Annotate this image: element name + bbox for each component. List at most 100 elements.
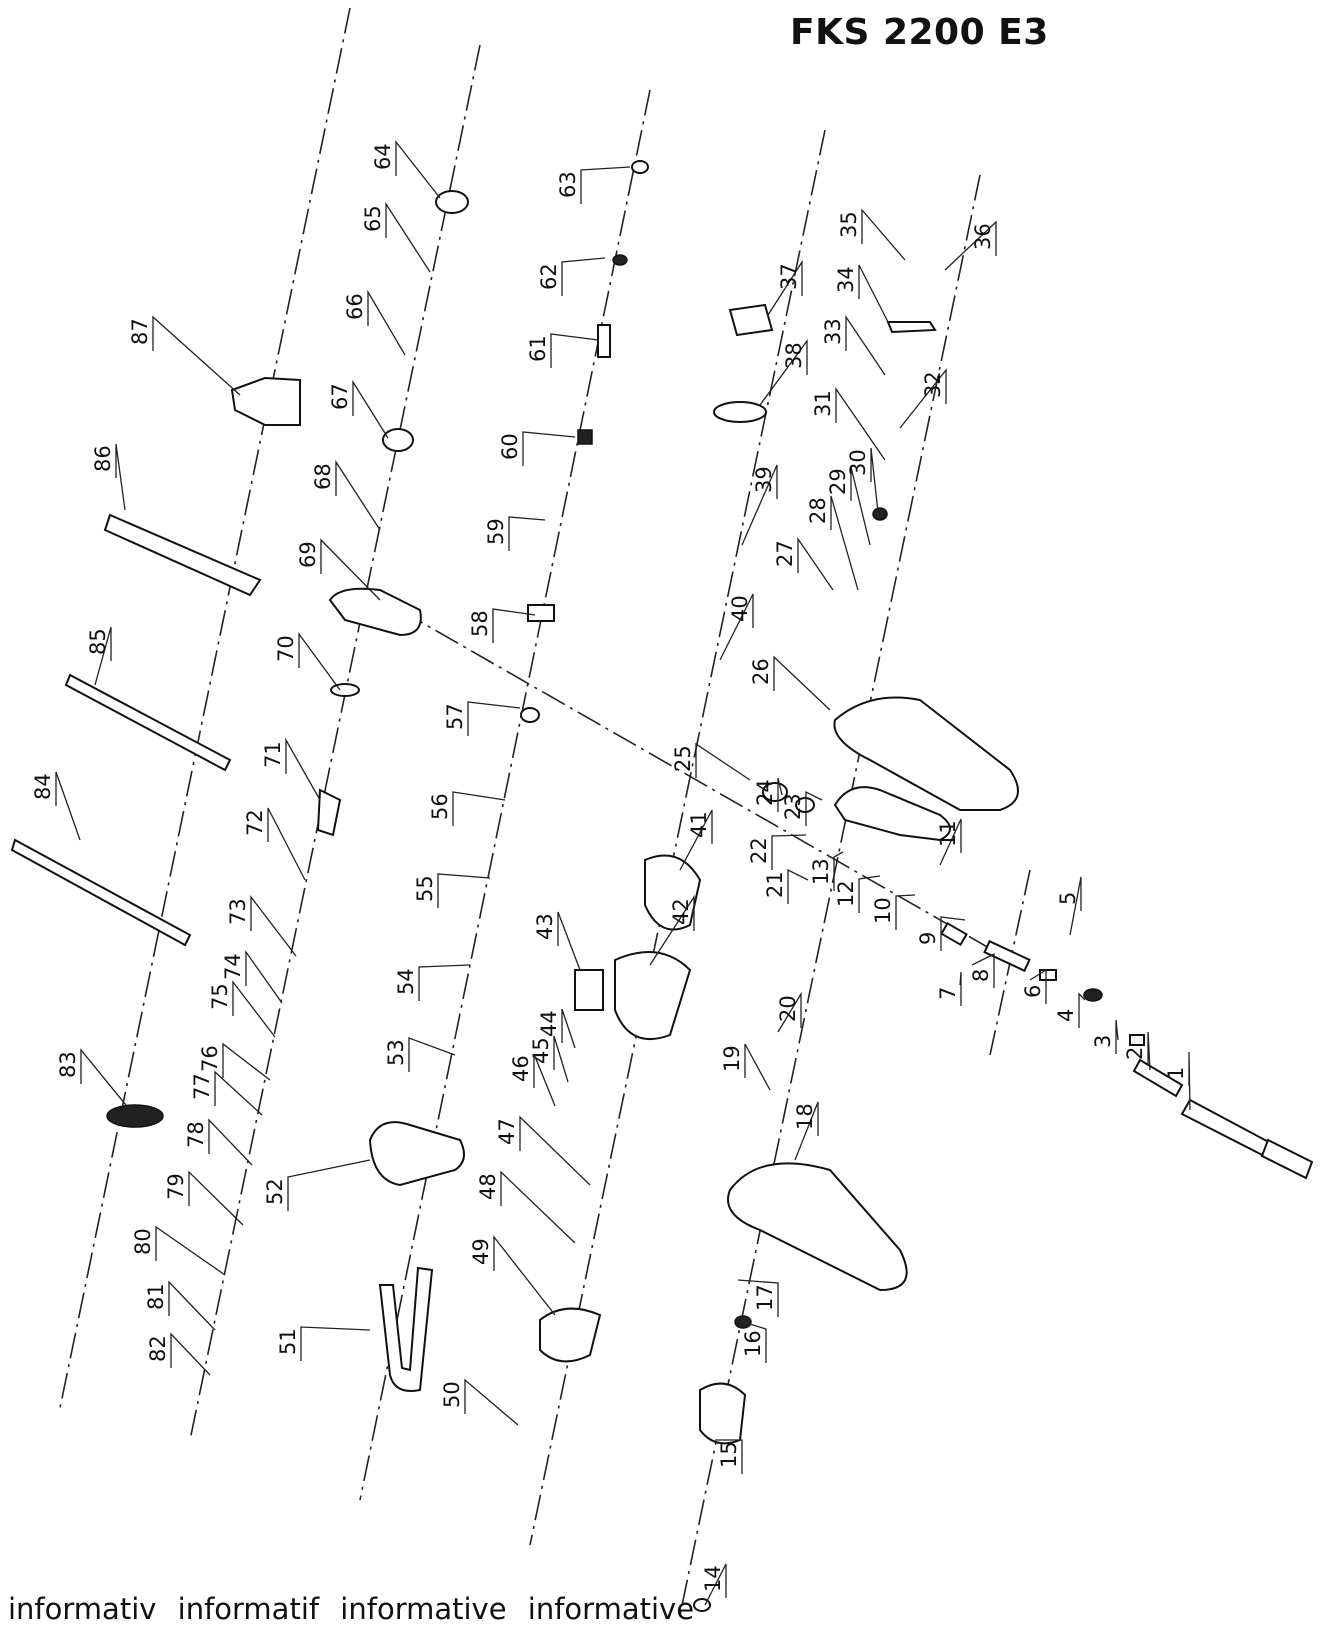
leader-line-43 xyxy=(557,911,581,971)
leader-line-16 xyxy=(742,1321,767,1363)
part-number-58: 58 xyxy=(468,610,492,637)
axis-3 xyxy=(359,89,651,1501)
part-number-56: 56 xyxy=(428,793,452,820)
part-number-2: 2 xyxy=(1123,1047,1147,1060)
part-label-5: 5 xyxy=(1056,876,1082,936)
leader-line-14 xyxy=(704,1563,727,1606)
leader-line-61 xyxy=(550,333,599,368)
part-label-14: 14 xyxy=(701,1563,727,1606)
part-number-30: 30 xyxy=(846,449,870,476)
leader-line-83 xyxy=(80,1048,131,1111)
part-label-10: 10 xyxy=(871,894,916,930)
leader-line-37 xyxy=(767,259,803,316)
leader-line-73 xyxy=(250,895,297,957)
part-label-11: 11 xyxy=(936,818,962,866)
part-label-3: 3 xyxy=(1091,1019,1119,1054)
part-label-77: 77 xyxy=(190,1070,263,1116)
part-label-62: 62 xyxy=(537,257,606,296)
leader-line-63 xyxy=(580,166,631,204)
leader-line-75 xyxy=(232,980,276,1038)
part-number-53: 53 xyxy=(384,1039,408,1066)
leader-line-80 xyxy=(155,1225,226,1276)
washer-part-63 xyxy=(631,160,649,174)
leader-line-2 xyxy=(1147,1031,1151,1071)
part-number-70: 70 xyxy=(274,635,298,662)
part-labels: 1234567891011121314151617181920212223242… xyxy=(31,140,1191,1606)
bearing-part-25 xyxy=(762,782,788,802)
part-label-24: 24 xyxy=(753,777,783,812)
leader-line-64 xyxy=(395,140,441,199)
part-label-64: 64 xyxy=(371,140,441,199)
part-label-32: 32 xyxy=(899,368,947,429)
part-number-39: 39 xyxy=(752,466,776,493)
leader-line-70 xyxy=(298,632,341,691)
part-number-64: 64 xyxy=(371,143,395,170)
part-number-78: 78 xyxy=(184,1121,208,1148)
part-label-56: 56 xyxy=(428,791,506,826)
part-label-22: 22 xyxy=(747,834,807,870)
part-number-34: 34 xyxy=(834,266,858,293)
part-label-13: 13 xyxy=(809,851,844,891)
part-label-51: 51 xyxy=(276,1326,371,1361)
leader-line-17 xyxy=(737,1279,779,1317)
part-label-68: 68 xyxy=(311,459,381,531)
part-number-57: 57 xyxy=(443,703,467,730)
part-number-47: 47 xyxy=(495,1118,519,1145)
axis-2 xyxy=(189,44,481,1441)
leader-line-41 xyxy=(679,809,713,871)
part-label-75: 75 xyxy=(208,980,276,1038)
part-number-52: 52 xyxy=(263,1178,287,1205)
leader-line-9 xyxy=(940,916,966,951)
part-label-8: 8 xyxy=(969,952,995,988)
leader-line-79 xyxy=(188,1170,244,1226)
armature-part-15 xyxy=(699,1382,747,1445)
part-number-74: 74 xyxy=(221,953,245,980)
leader-line-30 xyxy=(870,447,879,513)
housing-half-part-26 xyxy=(833,696,1019,811)
part-label-18: 18 xyxy=(793,1101,819,1161)
handle-part-23 xyxy=(833,786,951,842)
part-number-24: 24 xyxy=(753,779,777,806)
cap-part-4 xyxy=(1083,988,1103,1002)
part-label-17: 17 xyxy=(737,1279,779,1317)
part-label-31: 31 xyxy=(811,386,886,461)
part-label-1: 1 xyxy=(1164,1051,1191,1111)
part-number-43: 43 xyxy=(533,913,557,940)
part-label-44: 44 xyxy=(537,1008,576,1049)
leader-line-1 xyxy=(1188,1051,1191,1111)
leader-line-15 xyxy=(715,1439,743,1474)
leader-line-25 xyxy=(695,742,751,781)
axis-1 xyxy=(59,7,351,1409)
bracket-part-34 xyxy=(886,321,937,334)
part-label-87: 87 xyxy=(128,315,241,396)
sleeve-part-2 xyxy=(1132,1058,1184,1098)
leader-line-59 xyxy=(508,516,546,551)
leader-line-87 xyxy=(152,315,241,396)
part-number-25: 25 xyxy=(671,745,695,772)
part-number-20: 20 xyxy=(776,995,800,1022)
part-label-48: 48 xyxy=(476,1170,576,1244)
part-label-85: 85 xyxy=(86,626,112,686)
part-number-76: 76 xyxy=(198,1045,222,1072)
leader-line-47 xyxy=(519,1115,591,1186)
chain-part-84 xyxy=(10,838,192,947)
leader-line-69 xyxy=(320,538,381,601)
power-plug-part xyxy=(1180,1098,1314,1180)
leader-line-20 xyxy=(777,991,802,1033)
leader-line-33 xyxy=(845,314,886,376)
part-label-55: 55 xyxy=(413,873,491,908)
part-label-60: 60 xyxy=(498,431,576,466)
clamp-part-52 xyxy=(368,1121,465,1187)
part-label-35: 35 xyxy=(837,208,906,261)
part-label-79: 79 xyxy=(164,1170,244,1226)
leader-line-60 xyxy=(522,431,576,466)
component-sketches xyxy=(10,160,1314,1612)
part-label-71: 71 xyxy=(261,737,321,801)
field-coil-part-41 xyxy=(644,854,702,931)
leader-line-77 xyxy=(214,1070,263,1116)
cover-part-49 xyxy=(539,1307,602,1363)
part-label-53: 53 xyxy=(384,1037,456,1072)
cap-part-83 xyxy=(106,1104,164,1128)
part-label-46: 46 xyxy=(509,1053,556,1107)
part-label-16: 16 xyxy=(741,1321,767,1363)
